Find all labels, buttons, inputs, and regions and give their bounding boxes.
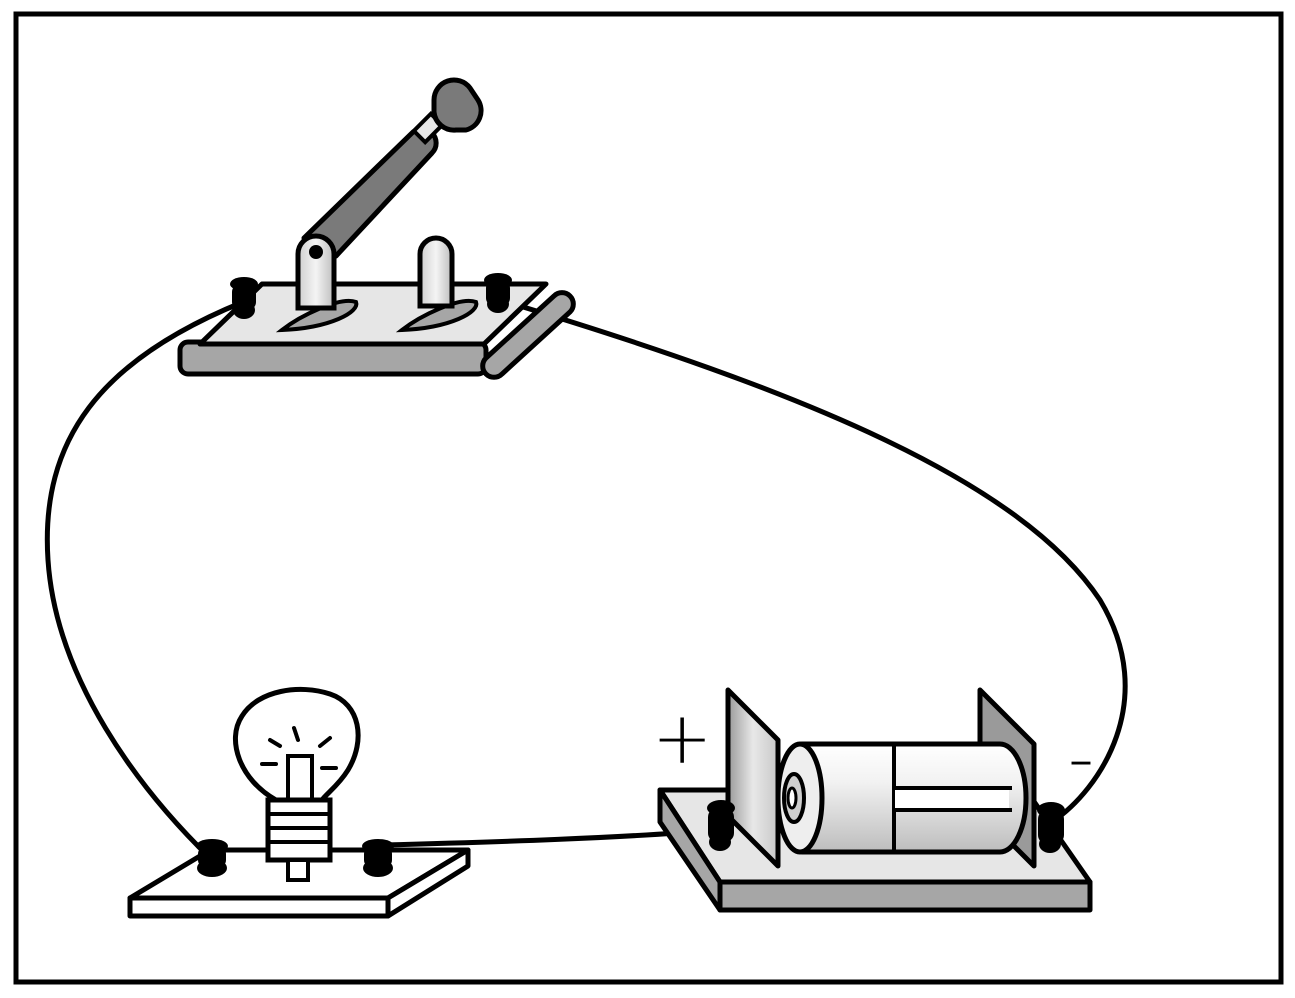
switch-slot-left: [275, 298, 359, 333]
switch-hinge-post: [295, 233, 337, 311]
switch-base-side: [480, 290, 576, 380]
bulb-base-side: [385, 847, 471, 919]
battery-positive-label: +: [652, 696, 713, 780]
switch-hinge-pin: [309, 245, 323, 259]
knife-switch: [177, 77, 576, 380]
battery-assembly: [657, 687, 1093, 913]
bulb-glow-rays: [260, 726, 338, 770]
battery-clip-positive: [725, 687, 781, 869]
battery-negative-label: -: [1068, 716, 1094, 800]
switch-terminal-left: [230, 277, 258, 319]
wire-switch-to-battery-negative: [499, 297, 1128, 825]
battery-terminal-negative: [1037, 802, 1065, 853]
battery-base-side: [657, 787, 723, 913]
switch-contact-post: [417, 235, 455, 309]
bulb-assembly: [127, 686, 471, 919]
frame-border: [13, 11, 1284, 985]
switch-base-front: [177, 339, 489, 377]
switch-slot-right: [395, 298, 479, 333]
light-bulb-icon: [232, 686, 361, 803]
battery-terminal-positive: [707, 800, 735, 851]
bulb-filament: [286, 754, 314, 802]
bulb-base-front: [127, 895, 391, 919]
switch-terminal-right: [484, 273, 512, 313]
switch-handle: [431, 77, 484, 133]
bulb-terminal-left: [196, 839, 228, 877]
battery-base-front: [717, 879, 1093, 913]
wire-switch-to-bulb: [44, 299, 244, 860]
bulb-tip: [286, 858, 310, 882]
bulb-terminal-right: [362, 839, 394, 877]
